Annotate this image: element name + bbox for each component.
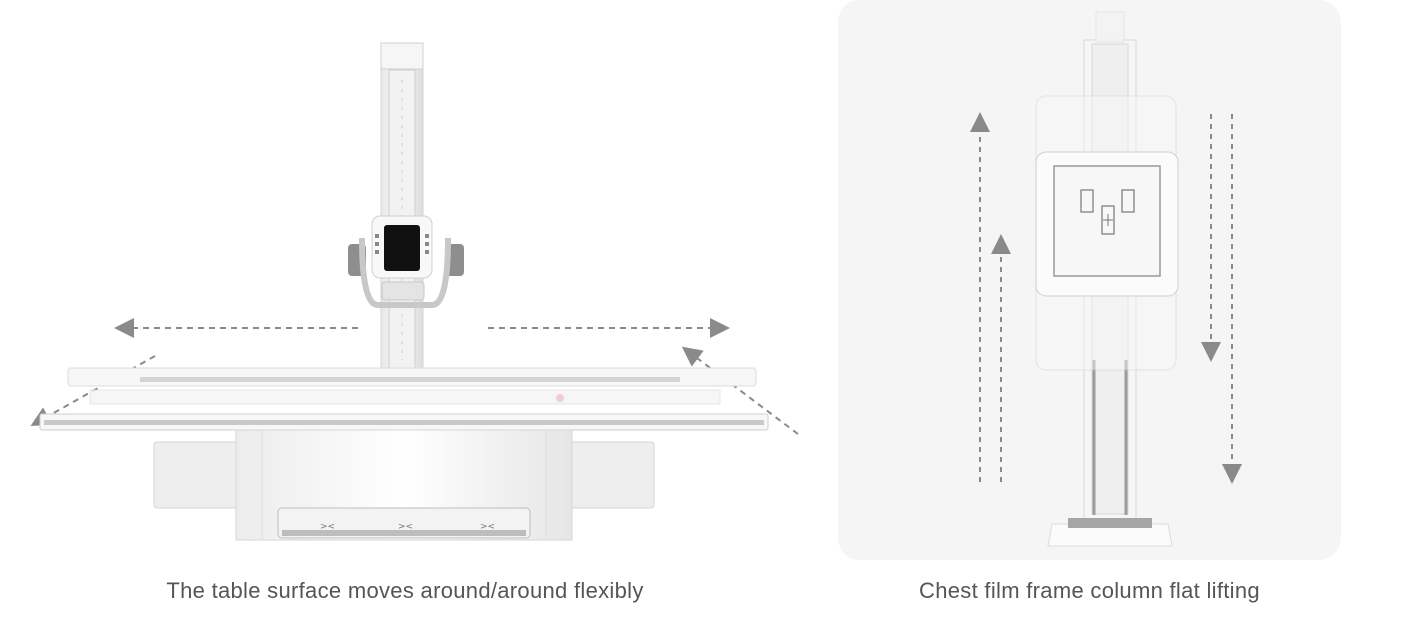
table-illustration: >< >< ><	[30, 42, 799, 541]
stand-base	[1047, 518, 1173, 547]
vertical-column	[380, 42, 424, 374]
chest-stand-illustration	[838, 0, 1341, 560]
table-base: >< >< ><	[153, 429, 655, 541]
svg-text:><: ><	[398, 522, 413, 532]
xray-table-drawing: >< >< ><	[30, 42, 799, 541]
tube-head	[348, 215, 464, 308]
svg-text:><: ><	[320, 522, 335, 532]
lift-arrows	[970, 112, 1242, 484]
caption-chest-stand: Chest film frame column flat lifting	[919, 578, 1260, 603]
table-surface	[39, 367, 769, 431]
chest-stand-drawing	[970, 11, 1242, 547]
detector-frame	[1035, 151, 1179, 297]
caption-table: The table surface moves around/around fl…	[166, 578, 644, 603]
svg-text:><: ><	[480, 522, 495, 532]
